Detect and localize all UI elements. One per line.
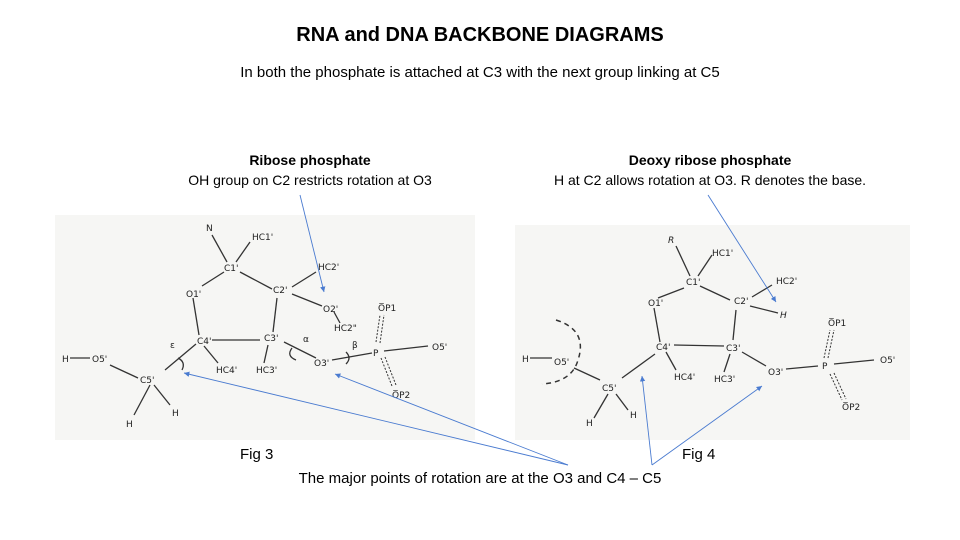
page-title: RNA and DNA BACKBONE DIAGRAMS bbox=[296, 24, 664, 46]
fig3-panel bbox=[55, 215, 475, 440]
left-caption-heading: Ribose phosphate bbox=[249, 152, 371, 168]
page-subtitle: In both the phosphate is attached at C3 … bbox=[240, 64, 720, 81]
fig3-label: Fig 3 bbox=[240, 446, 274, 463]
rotation-note: The major points of rotation are at the … bbox=[298, 470, 662, 487]
left-caption-text: OH group on C2 restricts rotation at O3 bbox=[188, 172, 432, 188]
right-caption-heading: Deoxy ribose phosphate bbox=[628, 152, 792, 168]
fig4-label: Fig 4 bbox=[682, 446, 716, 463]
fig4-panel bbox=[515, 225, 910, 440]
right-caption-text: H at C2 allows rotation at O3. R denotes… bbox=[553, 172, 867, 188]
